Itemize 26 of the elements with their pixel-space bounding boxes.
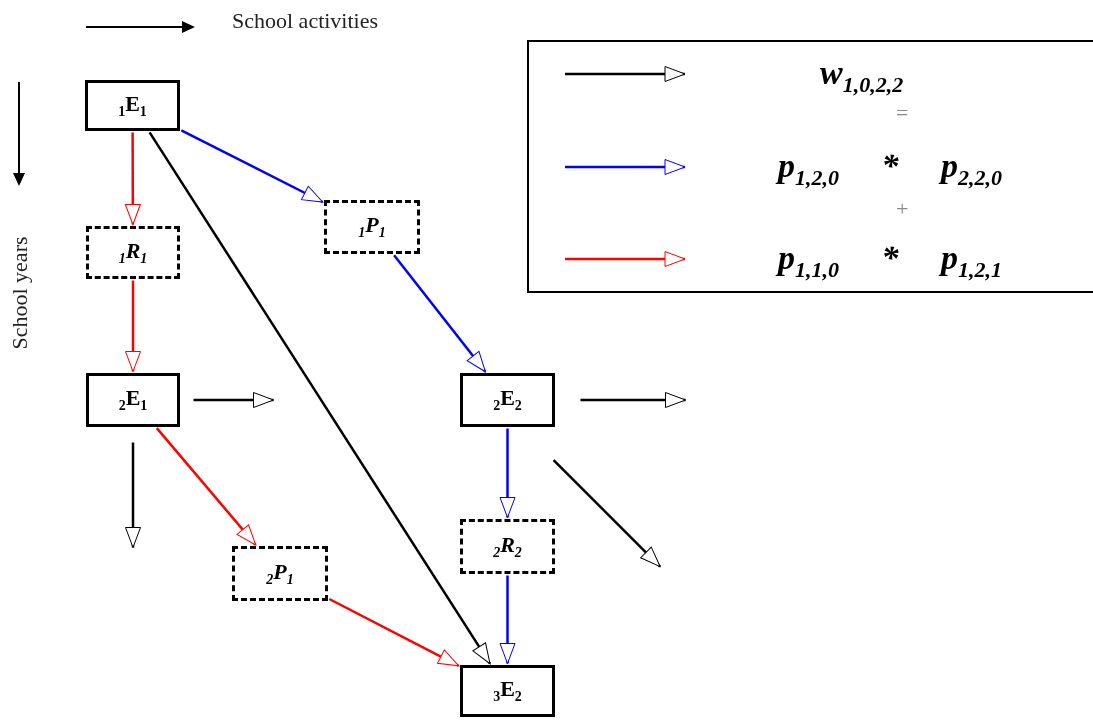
state-box: $_{2}$E$_{2}$	[460, 373, 555, 427]
arrow	[499, 575, 516, 664]
arrow	[180, 129, 324, 204]
arrow	[193, 392, 274, 408]
dashed-box: $_{1}$P$_{1}$	[324, 200, 420, 254]
arrow	[125, 442, 141, 548]
plus-sign: +	[896, 196, 909, 222]
arrow	[155, 427, 257, 546]
arrow	[148, 131, 492, 665]
dashed-box: $_{2}$R$_{2}$	[460, 519, 555, 574]
arrow	[328, 597, 460, 667]
arrow	[580, 392, 686, 408]
state-box: $_{1}$E$_{1}$	[85, 80, 180, 131]
arrow	[393, 254, 487, 373]
dashed-box: $_{1}$R$_{1}$	[86, 226, 180, 279]
arrow	[124, 132, 141, 225]
arrow	[125, 280, 141, 372]
state-box: $_{2}$E$_{1}$	[86, 373, 180, 427]
arrow	[499, 428, 516, 518]
dashed-box: $_{2}$P$_{1}$	[232, 546, 328, 601]
axis-label: School years	[7, 235, 33, 352]
axis-label: School activities	[232, 8, 379, 34]
arrow	[552, 459, 661, 568]
equals-sign: =	[896, 100, 909, 126]
legend-formula: w$_{1,0,2,2}$	[820, 54, 904, 98]
state-box: $_{3}$E$_{2}$	[460, 665, 555, 717]
